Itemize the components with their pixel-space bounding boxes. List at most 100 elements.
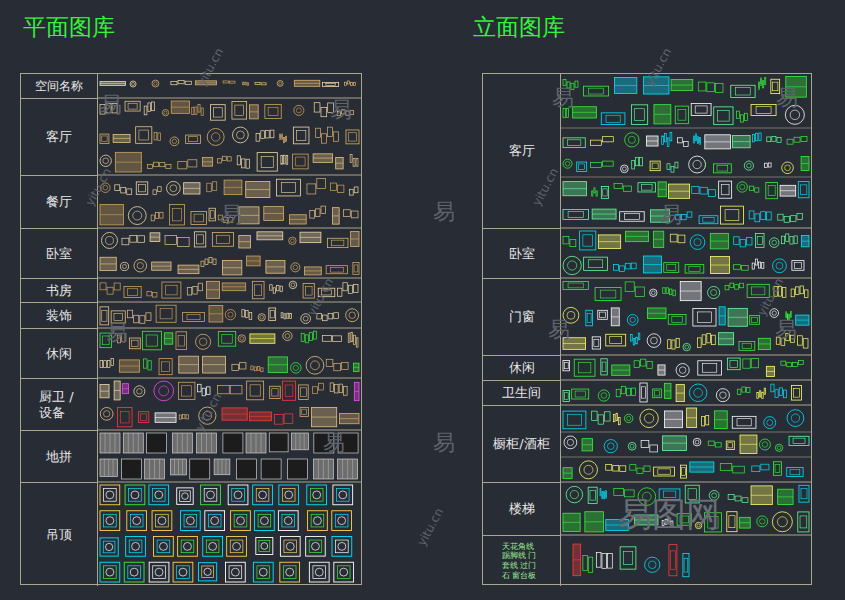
small-block xyxy=(676,339,679,348)
elevation-line xyxy=(582,444,593,445)
round-block xyxy=(196,334,211,349)
small-block xyxy=(193,286,197,294)
floor-tile xyxy=(236,459,256,479)
small-block xyxy=(246,310,249,317)
small-block xyxy=(756,133,758,141)
elevation-line xyxy=(209,313,223,314)
furniture-block xyxy=(620,547,636,569)
small-block xyxy=(740,283,744,288)
small-block xyxy=(633,338,635,345)
furniture-detail xyxy=(172,209,181,221)
small-block xyxy=(758,262,760,268)
furniture-block xyxy=(209,208,215,221)
round-block xyxy=(130,81,136,87)
floor-tile xyxy=(313,459,333,479)
furniture-detail xyxy=(197,235,204,244)
elevation-line xyxy=(563,343,586,344)
small-block xyxy=(667,138,669,147)
round-block xyxy=(564,436,577,449)
round-block xyxy=(737,182,747,192)
round-block xyxy=(676,364,689,377)
elevation-line xyxy=(203,364,226,365)
small-block xyxy=(594,188,595,193)
small-block xyxy=(563,79,566,85)
ceiling-lamp xyxy=(286,542,294,550)
ceiling-lamp xyxy=(204,568,211,575)
furniture-detail xyxy=(737,419,751,426)
elevation-line xyxy=(294,83,319,84)
furniture-detail xyxy=(296,157,305,166)
ceiling-block xyxy=(280,562,300,582)
small-block xyxy=(286,156,288,165)
small-block xyxy=(201,108,203,115)
furniture-detail xyxy=(564,363,568,369)
small-block xyxy=(154,162,159,166)
elevation-block xyxy=(647,308,666,319)
round-detail xyxy=(679,367,686,374)
furniture-block xyxy=(798,512,809,532)
round-block xyxy=(775,444,782,451)
round-detail xyxy=(170,185,177,192)
round-detail xyxy=(293,265,298,270)
elevation-block xyxy=(115,152,141,172)
ceiling-lamp xyxy=(231,568,239,576)
small-block xyxy=(644,466,650,471)
furniture-block xyxy=(218,331,235,346)
small-block xyxy=(179,415,181,419)
small-block xyxy=(227,157,231,161)
small-block xyxy=(281,156,283,165)
furniture-block xyxy=(789,436,809,445)
round-detail xyxy=(776,262,783,269)
elevation-block xyxy=(647,136,658,146)
furniture-block xyxy=(631,105,647,125)
small-block xyxy=(148,361,151,370)
ceiling-lamp xyxy=(315,568,323,576)
small-block xyxy=(631,263,636,269)
ceiling-inner xyxy=(104,566,117,579)
elevation-block xyxy=(351,231,359,246)
ceiling-inner xyxy=(336,540,349,553)
furniture-block xyxy=(283,381,296,400)
elevation-block xyxy=(711,257,730,274)
elevation-block xyxy=(257,232,283,240)
furniture-detail xyxy=(728,443,733,448)
sub-row-rule xyxy=(560,177,812,178)
ceiling-inner xyxy=(104,514,117,527)
elevation-line xyxy=(714,419,727,420)
elevation-line xyxy=(796,320,809,321)
small-block xyxy=(343,283,347,291)
round-detail xyxy=(568,261,577,270)
small-block xyxy=(592,191,593,196)
round-block xyxy=(787,410,804,427)
furniture-block xyxy=(755,234,764,248)
elevation-block xyxy=(249,412,271,421)
tile-joint xyxy=(206,433,207,453)
tile-joint xyxy=(221,459,222,475)
small-block xyxy=(100,360,103,367)
elevation-block xyxy=(625,231,648,241)
small-block xyxy=(744,113,747,120)
ceiling-lamp xyxy=(182,493,189,500)
small-block xyxy=(730,283,734,288)
round-block xyxy=(167,181,181,195)
tile-joint xyxy=(342,459,343,479)
small-block xyxy=(354,187,358,193)
elevation-line xyxy=(100,214,123,215)
ceiling-lamp xyxy=(131,491,139,499)
elevation-block xyxy=(206,281,219,298)
elevation-line xyxy=(224,187,242,188)
small-block xyxy=(334,132,339,141)
small-block xyxy=(232,364,239,370)
ceiling-inner xyxy=(229,566,242,579)
small-block xyxy=(632,161,635,169)
ceiling-block xyxy=(306,537,326,557)
small-block xyxy=(596,552,601,567)
furniture-block xyxy=(601,359,607,375)
round-block xyxy=(238,335,245,342)
ceiling-inner xyxy=(104,489,117,502)
furniture-detail xyxy=(330,267,343,272)
tile-joint xyxy=(104,459,105,476)
round-detail xyxy=(785,165,791,171)
elevation-line xyxy=(100,83,126,84)
small-block xyxy=(798,336,803,345)
